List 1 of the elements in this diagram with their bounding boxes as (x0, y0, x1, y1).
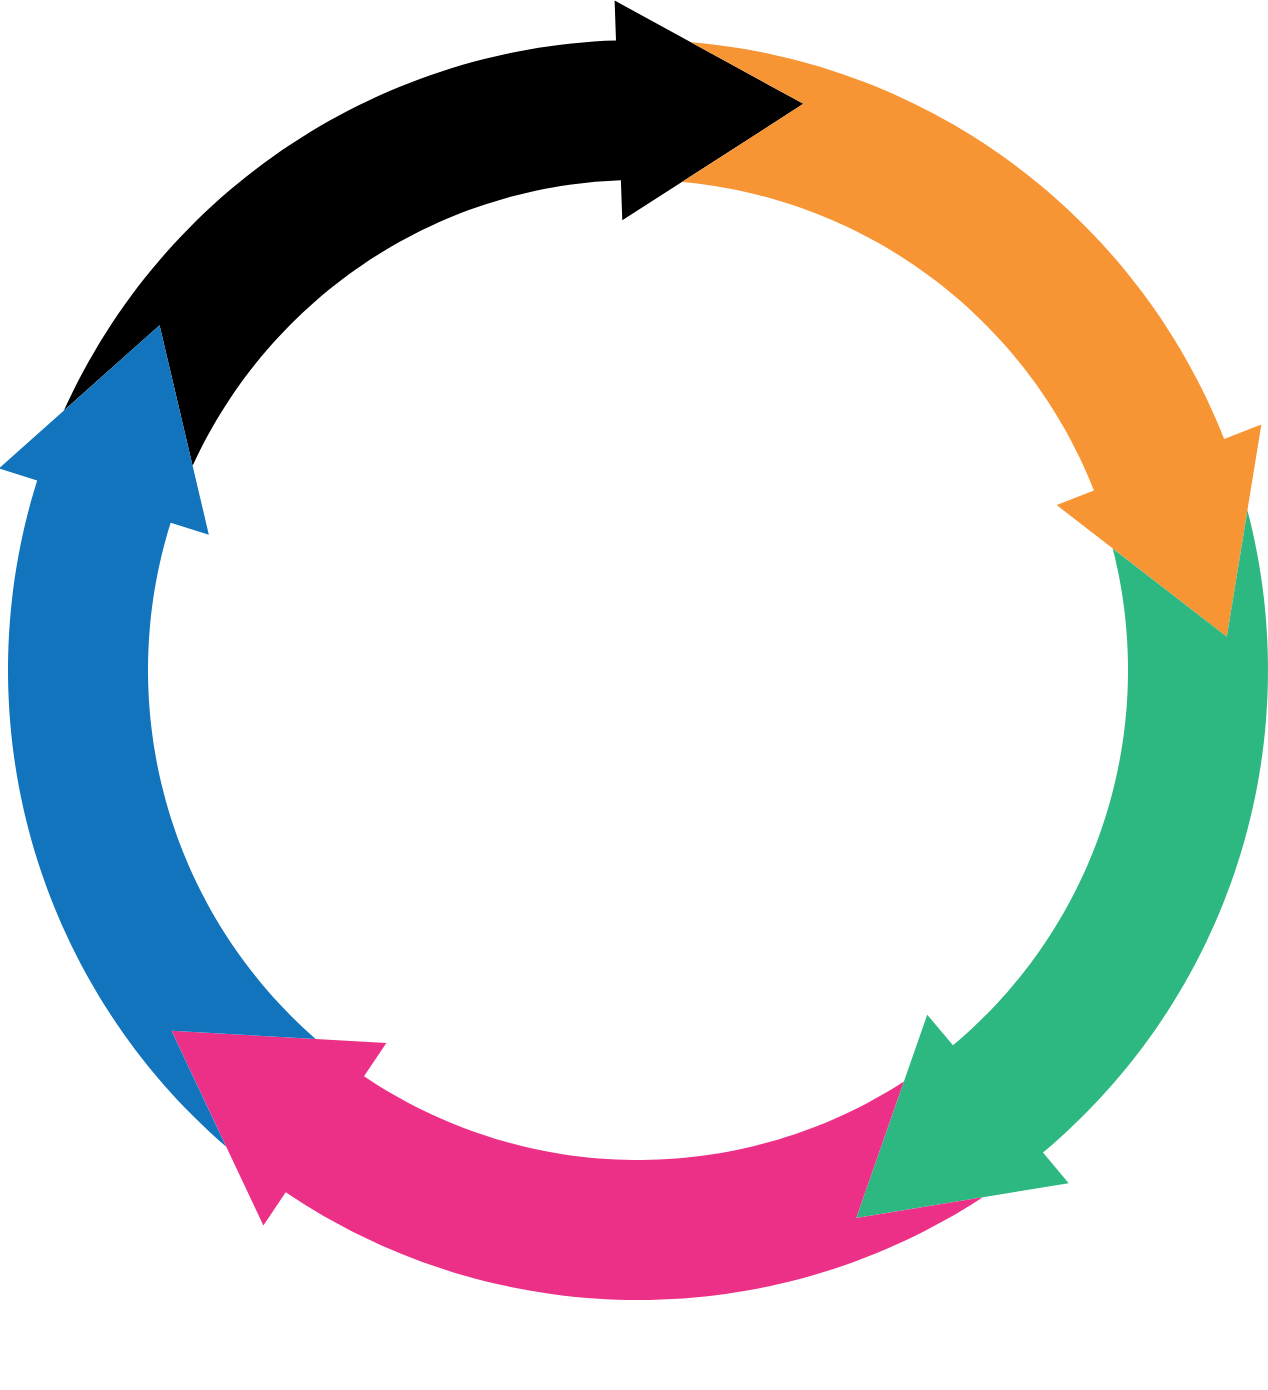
cycle-arrows-drawing (0, 0, 1268, 1300)
